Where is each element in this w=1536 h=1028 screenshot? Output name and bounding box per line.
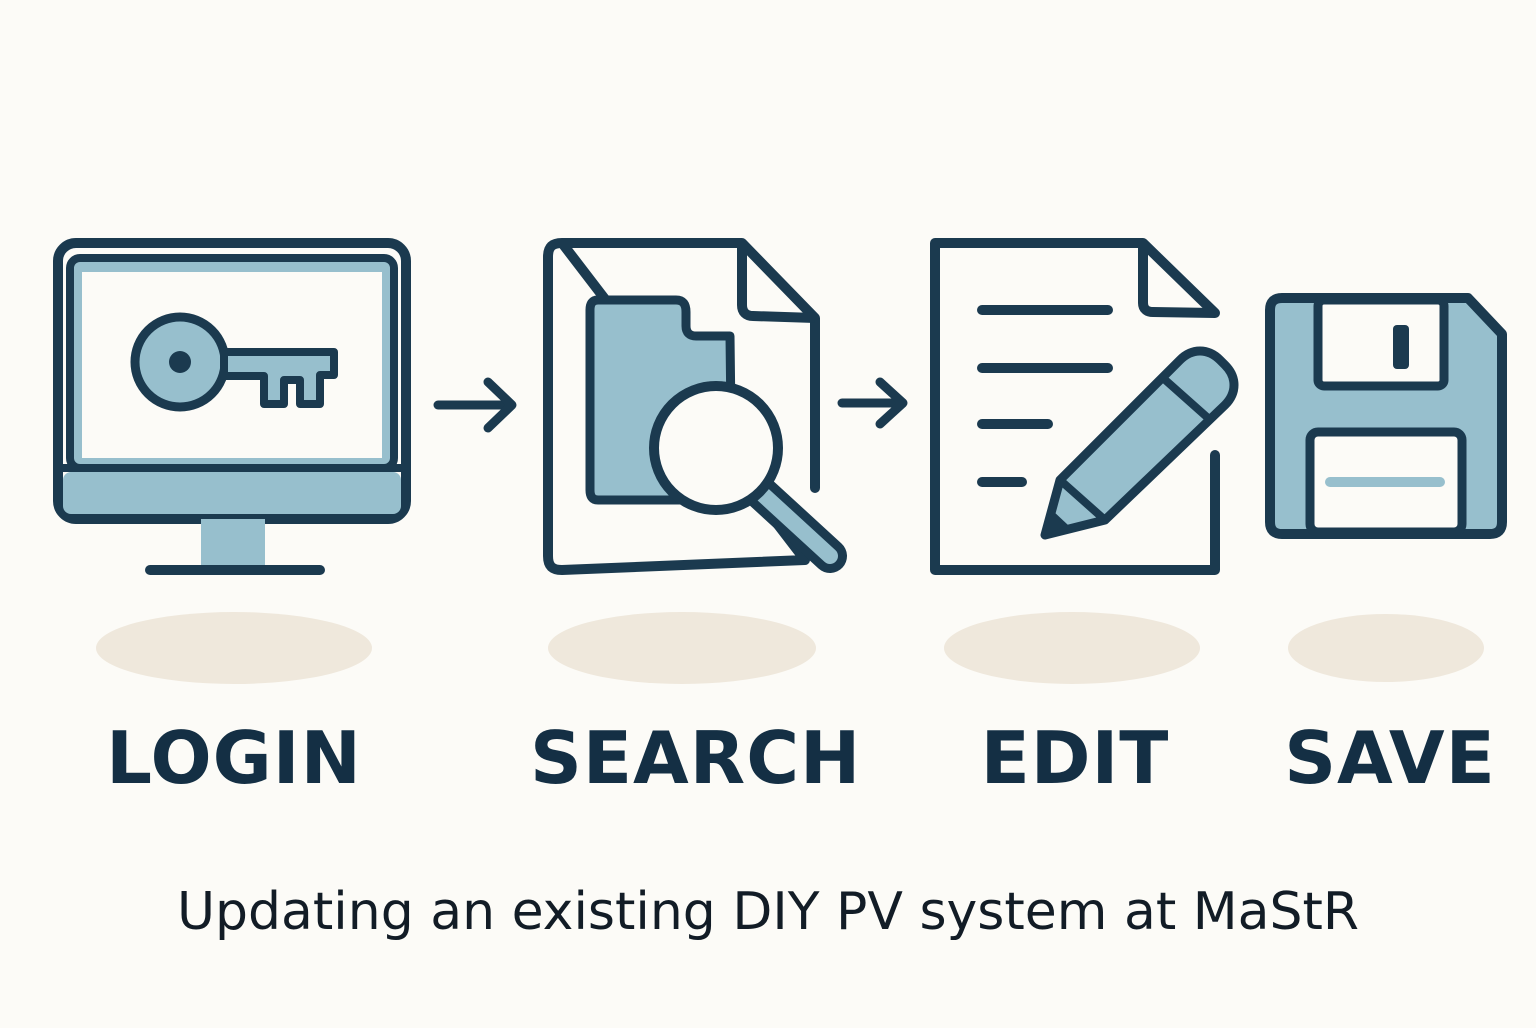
step-label-login: LOGIN: [106, 716, 362, 800]
login-shadow: [96, 612, 372, 684]
diagram-caption: Updating an existing DIY PV system at Ma…: [176, 882, 1360, 942]
arrow-icon: [837, 377, 908, 429]
step-label-save: SAVE: [1284, 716, 1496, 800]
monitor-key-icon: [53, 238, 411, 575]
edit-shadow: [944, 612, 1200, 684]
search-shadow: [548, 612, 816, 684]
document-edit-icon: [930, 238, 1239, 575]
arrow-icon: [433, 377, 517, 433]
step-label-edit: EDIT: [980, 716, 1170, 800]
save-shadow: [1288, 614, 1484, 682]
floppy-disk-icon: [1265, 293, 1507, 539]
document-search-icon: [543, 238, 847, 575]
step-label-search: SEARCH: [530, 716, 862, 800]
